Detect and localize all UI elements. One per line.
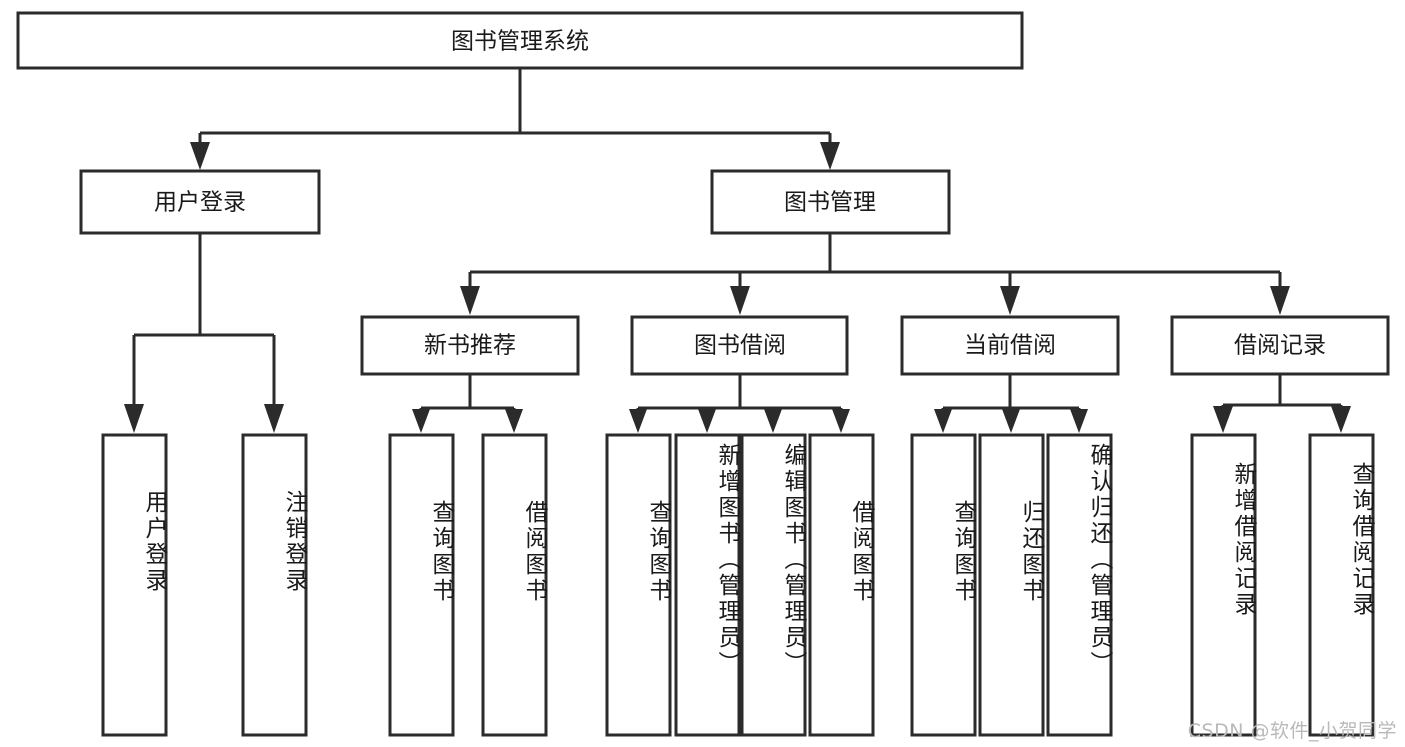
arrow-head-icon xyxy=(1213,406,1233,433)
node-book-borrow-box[interactable] xyxy=(630,315,849,376)
node-book-management[interactable]: 图书管理 xyxy=(710,169,951,235)
node-user-login-label: 用户登录 xyxy=(154,190,246,216)
node-book-management-label: 图书管理 xyxy=(784,190,876,216)
arrow-head-icon xyxy=(1331,406,1351,433)
node-root-label: 图书管理系统 xyxy=(451,29,589,55)
arrow-head-icon xyxy=(764,409,782,433)
arrow-head-icon xyxy=(934,409,952,433)
arrow-head-icon xyxy=(264,404,284,433)
leaf-box-add-borrow-record[interactable] xyxy=(1190,433,1257,737)
connector-book-borrow-to-leaves xyxy=(629,374,850,433)
arrow-head-icon xyxy=(460,286,480,315)
leaf-box-add-book-admin[interactable] xyxy=(674,433,741,737)
arrow-head-icon xyxy=(832,409,850,433)
arrow-head-icon xyxy=(629,409,647,433)
node-user-login[interactable]: 用户登录 xyxy=(79,169,321,235)
arrow-head-icon xyxy=(505,409,523,433)
node-borrow-record-box[interactable] xyxy=(1170,315,1390,376)
connector-borrow-record-to-leaves xyxy=(1213,374,1351,433)
node-book-borrow[interactable]: 图书借阅 xyxy=(630,315,849,376)
arrow-head-icon xyxy=(820,142,840,170)
arrow-head-icon xyxy=(1270,286,1290,315)
connector-new-book-recommend-to-leaves xyxy=(412,374,523,433)
connector-book-management-to-level3 xyxy=(460,233,1290,315)
node-root-box[interactable] xyxy=(16,11,1024,70)
leaf-box-borrow-book[interactable] xyxy=(808,433,875,737)
node-new-book-recommend[interactable]: 新书推荐 xyxy=(360,315,580,376)
arrow-head-icon xyxy=(698,409,716,433)
leaf-box-logout[interactable] xyxy=(241,433,308,737)
leaf-box-confirm-return-admin[interactable] xyxy=(1046,433,1113,737)
arrow-head-icon xyxy=(412,409,430,433)
leaf-box-query-book-recommend[interactable] xyxy=(388,433,455,737)
node-current-borrow[interactable]: 当前借阅 xyxy=(900,315,1120,376)
node-root[interactable]: 图书管理系统 xyxy=(16,11,1024,70)
leaf-box-user-login[interactable] xyxy=(101,433,168,737)
arrow-head-icon xyxy=(190,142,210,170)
node-current-borrow-label: 当前借阅 xyxy=(964,333,1056,359)
node-borrow-record[interactable]: 借阅记录 xyxy=(1170,315,1390,376)
leaf-box-query-book-borrow[interactable] xyxy=(605,433,672,737)
connector-user-login-to-leaves xyxy=(124,233,284,433)
leaf-box-query-book-current[interactable] xyxy=(910,433,977,737)
node-borrow-record-label: 借阅记录 xyxy=(1234,333,1326,359)
node-book-management-box[interactable] xyxy=(710,169,951,235)
leaf-box-return-book[interactable] xyxy=(978,433,1045,737)
arrow-head-icon xyxy=(1070,409,1088,433)
node-new-book-recommend-box[interactable] xyxy=(360,315,580,376)
arrow-head-icon xyxy=(730,286,750,315)
arrow-head-icon xyxy=(124,404,144,433)
node-new-book-recommend-label: 新书推荐 xyxy=(424,333,516,359)
arrow-head-icon xyxy=(1002,409,1020,433)
leaf-box-query-borrow-record[interactable] xyxy=(1308,433,1375,737)
node-current-borrow-box[interactable] xyxy=(900,315,1120,376)
connector-current-borrow-to-leaves xyxy=(934,374,1088,433)
arrow-head-icon xyxy=(1000,286,1020,315)
connector-root-to-level2 xyxy=(190,68,840,170)
node-book-borrow-label: 图书借阅 xyxy=(694,333,786,359)
leaf-box-borrow-book-recommend[interactable] xyxy=(481,433,548,737)
leaf-box-edit-book-admin[interactable] xyxy=(740,433,807,737)
watermark-text: CSDN @软件_小贺同学 xyxy=(1187,720,1397,742)
